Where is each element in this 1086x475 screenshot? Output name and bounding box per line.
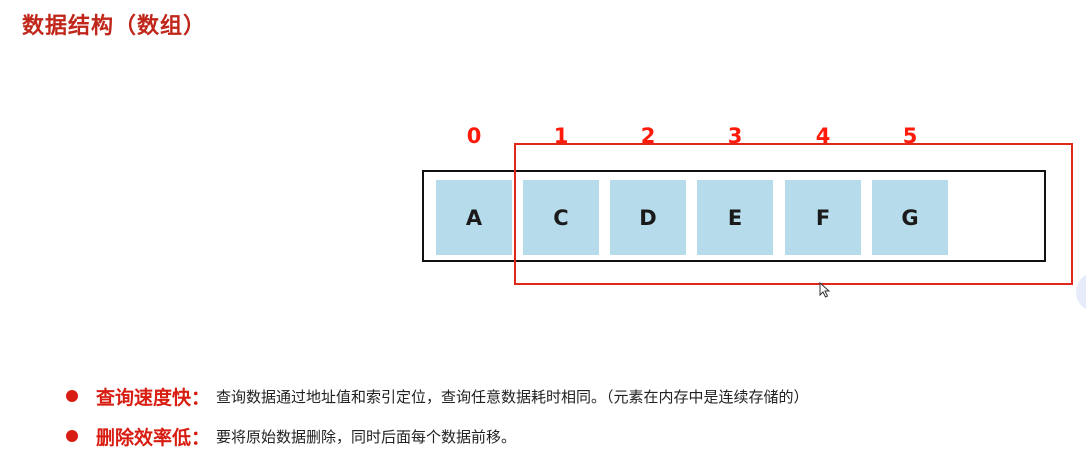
bullet-item-query: 查询速度快： 查询数据通过地址值和索引定位，查询任意数据耗时相同。（元素在内存中… — [66, 382, 809, 410]
bullet-dot-icon — [66, 430, 78, 442]
array-cell-3: E — [697, 180, 773, 255]
bullet-text: 查询数据通过地址值和索引定位，查询任意数据耗时相同。（元素在内存中是连续存储的） — [216, 387, 809, 406]
bullet-heading: 删除效率低： — [96, 426, 211, 449]
page-title: 数据结构（数组） — [22, 14, 207, 39]
array-index-row: 0 1 2 3 4 5 — [0, 124, 1086, 150]
bullet-text: 要将原始数据删除，同时后面每个数据前移。 — [216, 427, 517, 446]
array-cell-2: D — [610, 180, 686, 255]
array-index-1: 1 — [553, 124, 569, 148]
array-cell-1: C — [523, 180, 599, 255]
array-index-4: 4 — [815, 124, 831, 148]
highlight-box — [514, 143, 1073, 285]
bullet-heading: 查询速度快： — [96, 386, 211, 409]
array-cell-4: F — [785, 180, 861, 255]
bullet-item-delete: 删除效率低： 要将原始数据删除，同时后面每个数据前移。 — [66, 422, 516, 450]
array-cell-0: A — [436, 180, 512, 255]
array-index-2: 2 — [640, 124, 656, 148]
array-index-5: 5 — [902, 124, 918, 148]
array-container — [422, 170, 1046, 262]
bullet-dot-icon — [66, 390, 78, 402]
array-cell-5: G — [872, 180, 948, 255]
floating-widget[interactable] — [1076, 272, 1086, 312]
mouse-pointer-icon — [819, 282, 831, 298]
array-index-3: 3 — [727, 124, 743, 148]
array-index-0: 0 — [466, 124, 482, 148]
